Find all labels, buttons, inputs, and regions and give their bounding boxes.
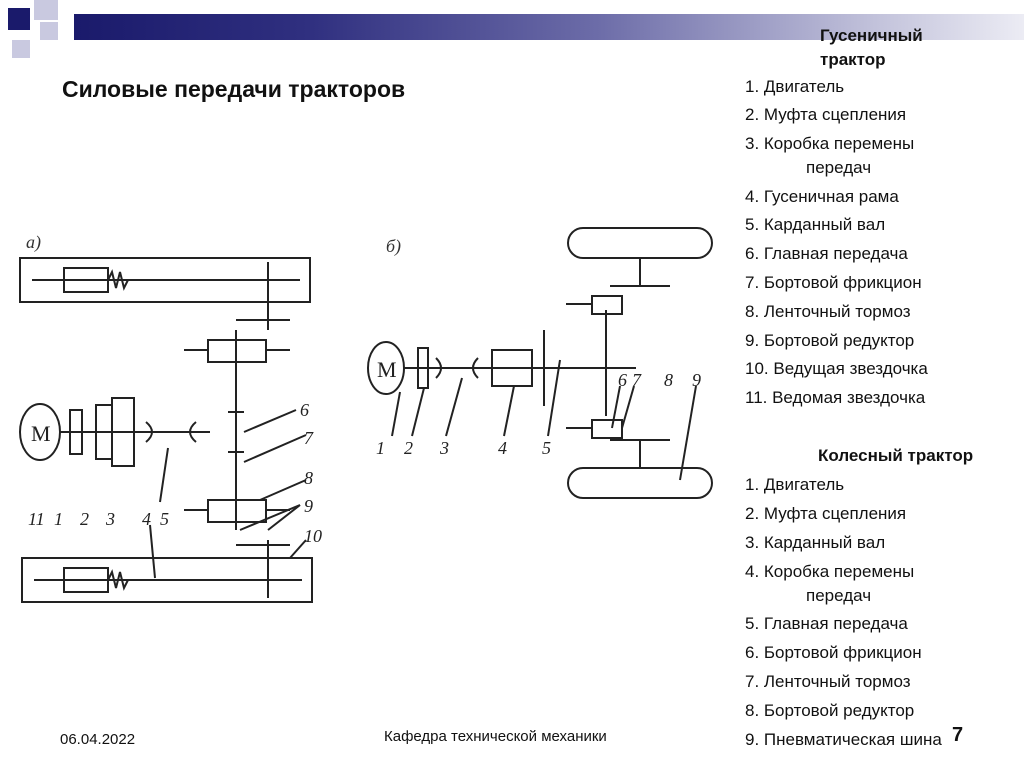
svg-text:4: 4 [498,438,507,458]
panel-a-label: а) [26,232,41,253]
svg-text:3: 3 [105,509,115,529]
svg-text:6: 6 [618,370,627,390]
transmission-diagram: а) M 6 7 8 9 10 11 1 2 3 4 5 б) [19,227,713,603]
svg-text:9: 9 [692,370,701,390]
legend-item: 7. Ленточный тормоз [745,672,911,691]
wheeled-tractor-heading: Колесный трактор [818,446,974,465]
legend-item: 11. Ведомая звездочка [745,388,926,407]
svg-text:8: 8 [304,468,313,488]
decor-square [40,22,58,40]
decor-square [12,40,30,58]
legend-item: 6. Главная передача [745,244,908,263]
decor-square [8,8,30,30]
legend-item-continuation: передач [806,586,872,605]
decor-square [58,0,74,40]
wheel-top [567,227,713,259]
svg-text:2: 2 [404,438,413,458]
svg-text:5: 5 [160,509,169,529]
slide-title: Силовые передачи тракторов [62,76,406,102]
svg-text:M: M [31,421,51,446]
page-number: 7 [952,724,964,746]
svg-text:M: M [377,357,397,382]
svg-text:2: 2 [80,509,89,529]
svg-text:10: 10 [304,526,322,546]
track-frame-bottom [21,557,313,603]
footer-date: 06.04.2022 [60,731,136,748]
legend-item: 6. Бортовой фрикцион [745,643,922,662]
svg-text:5: 5 [542,438,551,458]
wheel-bottom [567,467,713,499]
legend-item: 3. Карданный вал [745,533,886,552]
svg-text:4: 4 [142,509,151,529]
legend-item: 8. Бортовой редуктор [745,701,915,720]
decor-square [34,0,58,20]
svg-text:3: 3 [439,438,449,458]
svg-text:7: 7 [304,428,314,448]
svg-text:8: 8 [664,370,673,390]
legend-item: 5. Главная передача [745,614,908,633]
legend-item: 2. Муфта сцепления [745,504,907,523]
legend-item-continuation: передач [806,158,872,177]
legend-item: 5. Карданный вал [745,215,886,234]
svg-text:7: 7 [632,370,642,390]
legend-item: 2. Муфта сцепления [745,105,907,124]
legend-item: 9. Бортовой редуктор [745,331,915,350]
header-decoration [0,0,1024,60]
track-frame-top [19,257,311,303]
legend-item: 4. Гусеничная рама [745,187,899,206]
header-gradient-bar [74,14,1024,40]
legend-item: 10. Ведущая звездочка [745,359,928,378]
legend-item: 8. Ленточный тормоз [745,302,911,321]
svg-text:9: 9 [304,496,313,516]
svg-text:1: 1 [54,509,63,529]
svg-text:6: 6 [300,400,309,420]
legend-item: 9. Пневматическая шина [745,730,942,749]
legend-item: 4. Коробка перемены [745,562,915,581]
legend-item: 1. Двигатель [745,475,845,494]
panel-b-label: б) [386,236,401,257]
footer-department: Кафедра технической механики [384,728,607,745]
legend-item: 1. Двигатель [745,77,845,96]
tracked-tractor-heading: Гусеничный трактор [820,26,923,69]
svg-text:1: 1 [376,438,385,458]
svg-text:11: 11 [28,509,45,529]
legend-item: 3. Коробка перемены [745,134,915,153]
legend-item: 7. Бортовой фрикцион [745,273,922,292]
